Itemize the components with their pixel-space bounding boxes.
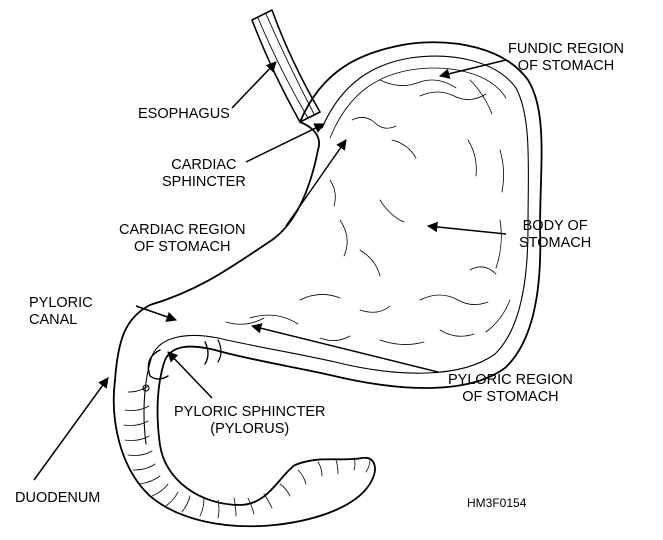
label-pyloric-sphincter: PYLORIC SPHINCTER (PYLORUS) [174,404,325,438]
label-body: BODY OF STOMACH [519,218,591,252]
arrow-cardiac-region [286,140,346,226]
arrow-duodenum [34,378,108,480]
arrow-pyloric-canal [136,306,176,320]
arrow-pyloric-sphincter [168,352,212,398]
label-pyloric-region: PYLORIC REGION OF STOMACH [448,372,573,406]
figure-id: HM3F0154 [467,496,526,510]
arrow-esophagus [232,62,276,108]
label-cardiac-sphincter: CARDIAC SPHINCTER [162,157,246,191]
arrow-cardiac-sphincter [246,124,324,162]
label-pyloric-canal: PYLORIC CANAL [29,295,93,329]
duodenum-papilla [143,385,149,391]
label-duodenum: DUODENUM [15,490,100,507]
label-fundic-region: FUNDIC REGION OF STOMACH [508,41,624,75]
stomach-rugae [226,80,510,345]
label-esophagus: ESOPHAGUS [138,106,230,123]
label-cardiac-region: CARDIAC REGION OF STOMACH [119,222,246,256]
arrow-body [428,226,506,234]
esophagus-shape [252,10,320,122]
